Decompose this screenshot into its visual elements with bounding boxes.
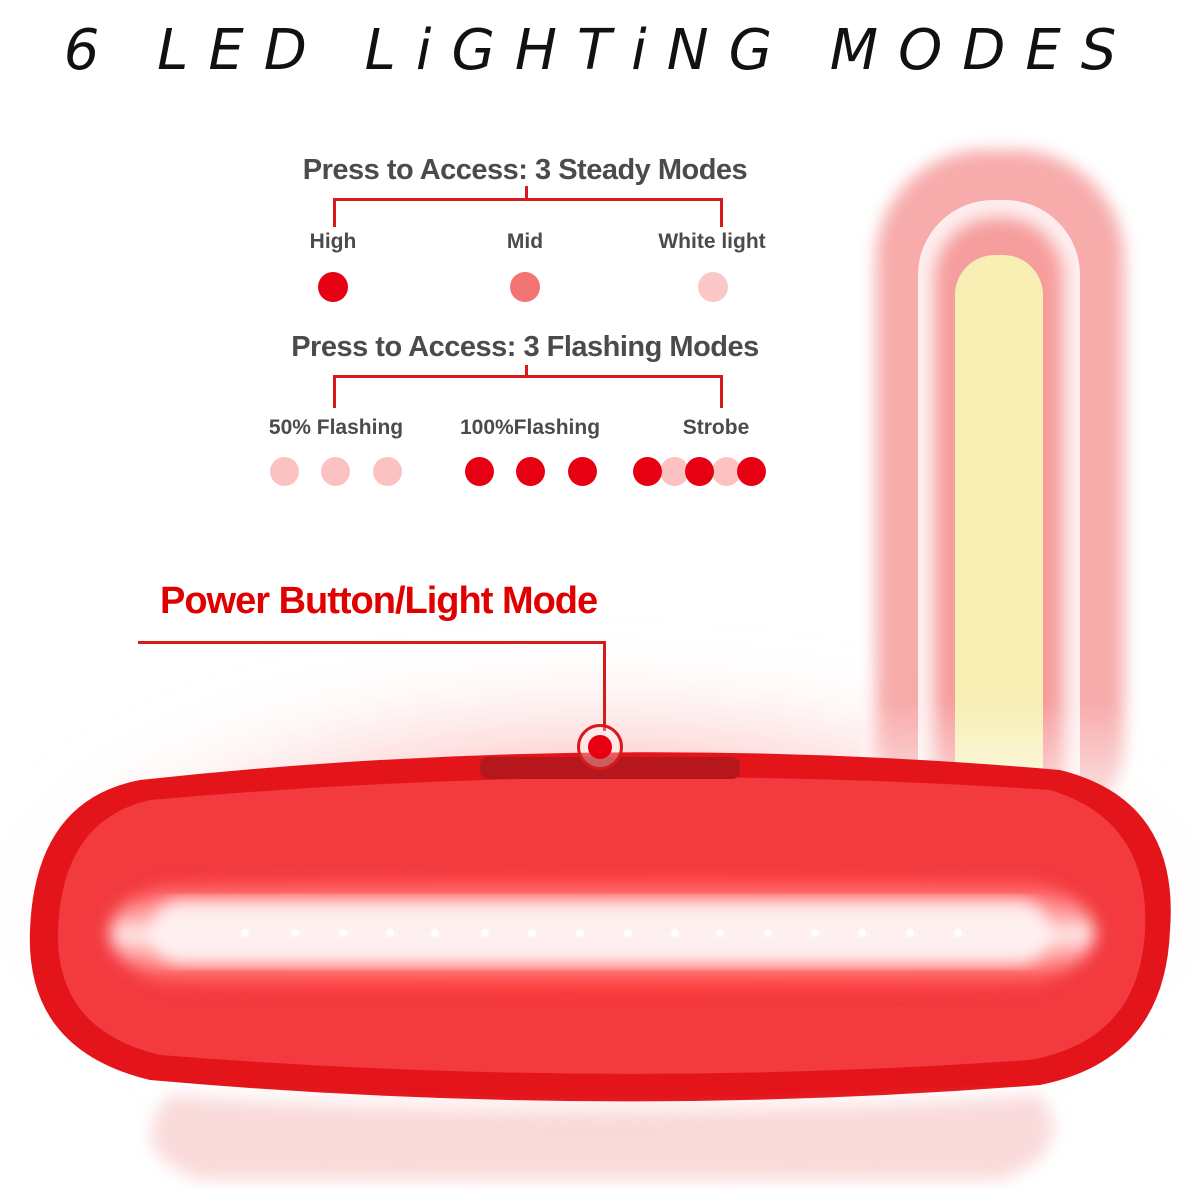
flashing-mode-label-100: 100%Flashing: [459, 416, 601, 439]
steady-modes-bracket-stem: [525, 186, 528, 200]
flashing-50-dot: [321, 457, 350, 486]
flashing-50-dot: [373, 457, 402, 486]
page-title: 6 LED LiGHTiNG MODES: [63, 18, 1137, 83]
strobe-dot: [633, 457, 662, 486]
vertical-light: [860, 150, 1140, 860]
steady-mode-dot-high: [318, 272, 348, 302]
flashing-50-dot: [270, 457, 299, 486]
flashing-100-dot: [516, 457, 545, 486]
strobe-dot: [660, 457, 689, 486]
strobe-dot: [712, 457, 741, 486]
steady-mode-label-white-light: White light: [658, 230, 766, 253]
flashing-modes-bracket-stem: [525, 365, 528, 377]
power-callout-line: [138, 641, 606, 644]
steady-mode-dot-white-light: [698, 272, 728, 302]
steady-modes-bracket: [333, 198, 723, 227]
led-points: [241, 929, 962, 937]
steady-mode-label-mid: Mid: [506, 230, 544, 253]
flashing-modes-bracket: [333, 375, 723, 408]
flashing-mode-label-strobe: Strobe: [682, 416, 750, 439]
steady-mode-dot-mid: [510, 272, 540, 302]
power-callout-line: [603, 641, 606, 731]
flashing-100-dot: [568, 457, 597, 486]
strobe-dot: [737, 457, 766, 486]
flashing-100-dot: [465, 457, 494, 486]
strobe-dot: [685, 457, 714, 486]
steady-modes-heading: Press to Access: 3 Steady Modes: [302, 154, 748, 186]
power-button-label: Power Button/Light Mode: [160, 580, 598, 622]
power-button-icon: [588, 735, 612, 759]
flashing-modes-heading: Press to Access: 3 Flashing Modes: [291, 331, 759, 363]
main-tail-light: [29, 752, 1171, 1102]
flashing-mode-label-50: 50% Flashing: [268, 416, 404, 439]
steady-mode-label-high: High: [309, 230, 357, 253]
